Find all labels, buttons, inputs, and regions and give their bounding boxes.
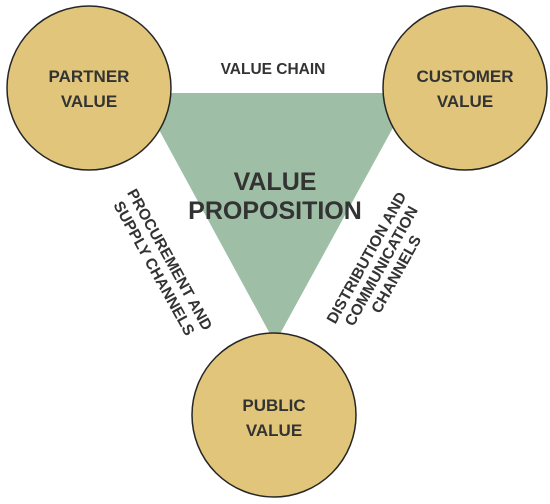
customer-value-line2: VALUE xyxy=(437,92,493,111)
value-proposition-line1: VALUE xyxy=(234,168,317,196)
customer-value-node: CUSTOMER VALUE xyxy=(382,5,548,171)
value-proposition-triangle xyxy=(139,93,412,343)
public-value-line1: PUBLIC xyxy=(242,396,305,415)
partner-value-line2: VALUE xyxy=(61,92,117,111)
value-chain-label: VALUE CHAIN xyxy=(221,61,326,78)
public-value-node: PUBLIC VALUE xyxy=(191,332,357,498)
public-value-circle xyxy=(191,332,357,498)
customer-value-circle xyxy=(382,5,548,171)
partner-value-line1: PARTNER xyxy=(49,67,130,86)
value-proposition-line2: PROPOSITION xyxy=(188,197,362,225)
public-value-line2: VALUE xyxy=(246,421,302,440)
partner-value-circle xyxy=(6,5,172,171)
partner-value-node: PARTNER VALUE xyxy=(6,5,172,171)
customer-value-line1: CUSTOMER xyxy=(417,67,514,86)
